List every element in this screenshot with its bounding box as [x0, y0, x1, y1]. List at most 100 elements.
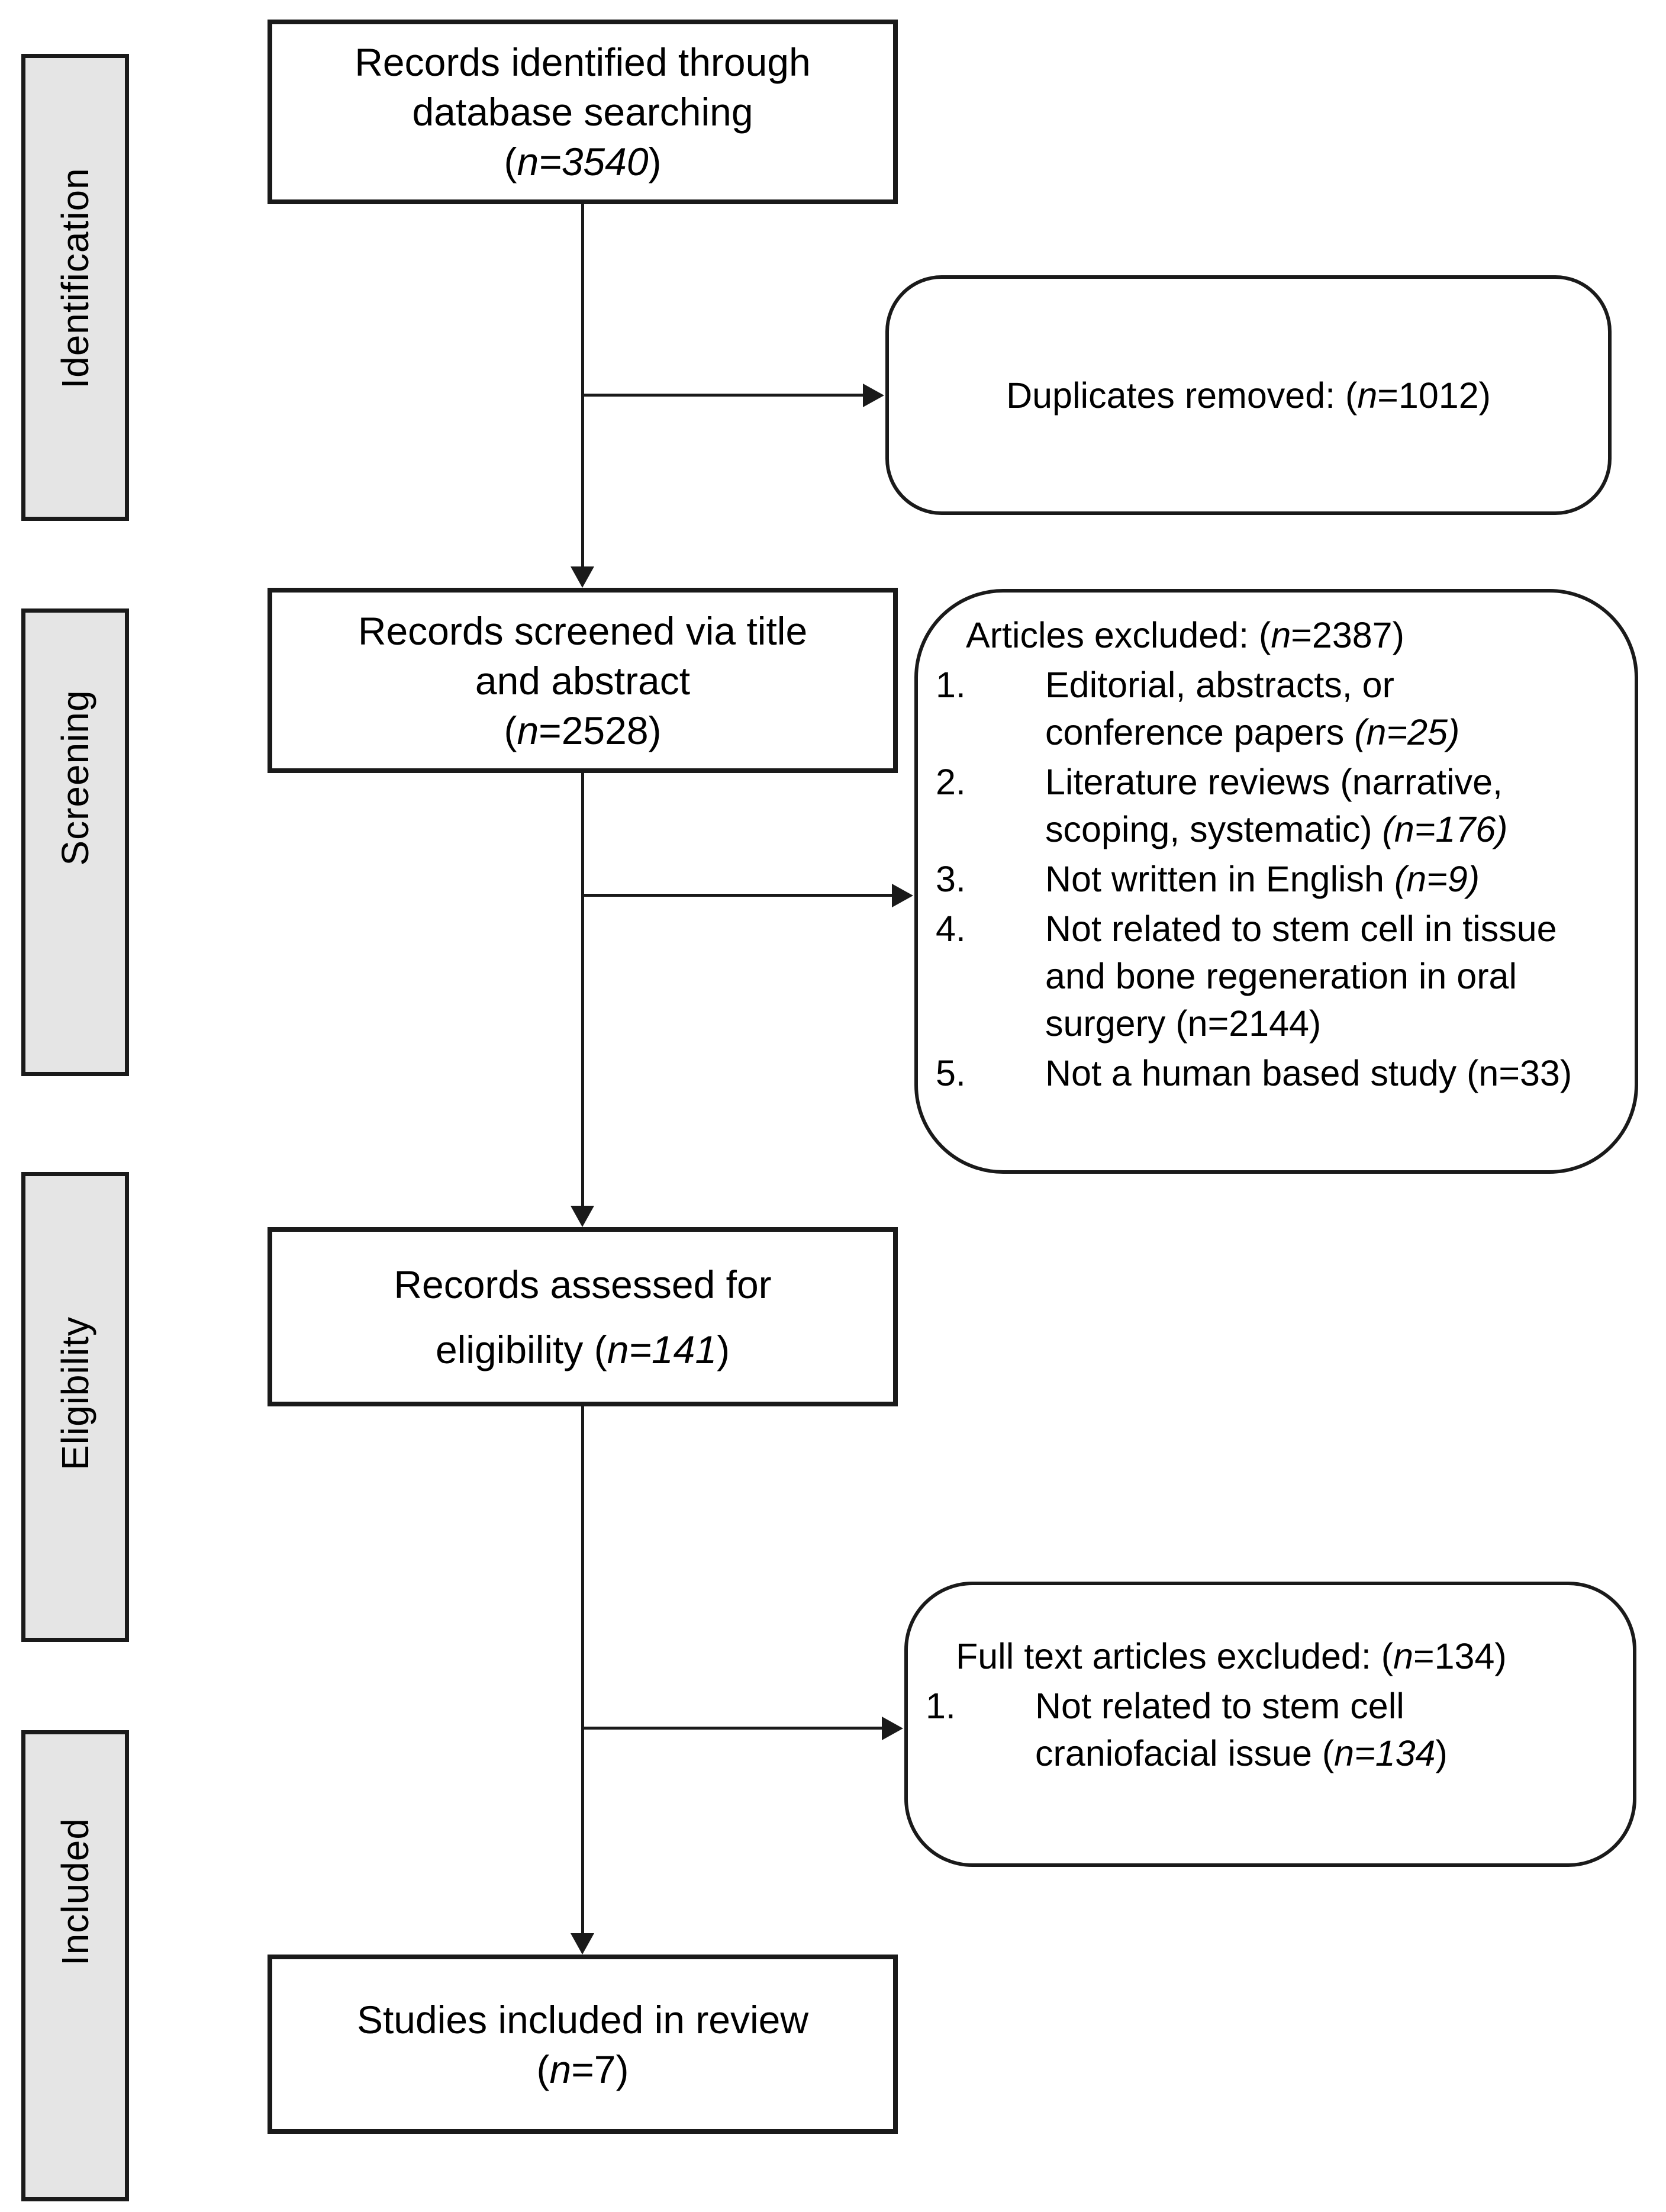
text-line: Not related to stem cell	[1035, 1682, 1633, 1730]
text-segment: Not a human based study (n=33)	[1045, 1053, 1572, 1093]
item-number: 1.	[926, 1686, 956, 1726]
item-text: Literature reviews (narrative,scoping, s…	[1045, 758, 1635, 853]
italic-text-segment: n	[1271, 615, 1291, 655]
italic-text-segment: n	[517, 708, 539, 752]
stage-box-identification: Identification	[21, 54, 129, 521]
text-segment: Not related to stem cell in tissue	[1045, 909, 1557, 949]
italic-text-segment: (n=9)	[1394, 859, 1480, 899]
text-line: Literature reviews (narrative,	[1045, 758, 1635, 806]
text-line: (n=7)	[537, 2044, 629, 2094]
text-segment: Records assessed for	[394, 1262, 772, 1306]
text-segment: and abstract	[475, 658, 691, 703]
italic-text-segment: n=3540	[517, 140, 649, 183]
text-segment: conference papers	[1045, 712, 1355, 752]
arrow-to-duplicates	[583, 394, 863, 397]
text-line: Records identified through	[355, 37, 810, 87]
arrowhead-down-icon	[571, 1933, 594, 1955]
text-segment: )	[1435, 1733, 1448, 1773]
item-text: Not a human based study (n=33)	[1045, 1049, 1635, 1097]
excluded-reason-item: 5. Not a human based study (n=33)	[918, 1049, 1635, 1097]
fulltext-excluded-box: Full text articles excluded: (n=134) 1. …	[904, 1582, 1636, 1867]
text-line: Full text articles excluded: (n=134)	[956, 1633, 1633, 1680]
text-line: Articles excluded: (n=2387)	[966, 611, 1635, 659]
italic-text-segment: n=134	[1334, 1733, 1436, 1773]
italic-text-segment: (n=176)	[1382, 809, 1508, 849]
arrow-to-articles-excluded	[583, 894, 892, 897]
item-number: 3.	[936, 859, 966, 899]
stage-label-eligibility: Eligibility	[54, 1316, 96, 1470]
arrowhead-right-icon	[892, 884, 913, 907]
text-segment: =2528)	[539, 708, 662, 752]
stage-box-screening: Screening	[21, 608, 129, 1076]
duplicates-removed-text: Duplicates removed: (n=1012)	[1006, 372, 1491, 419]
stage-box-included: Included	[21, 1730, 129, 2201]
text-segment: Not written in English	[1045, 859, 1394, 899]
text-line: Not a human based study (n=33)	[1045, 1049, 1635, 1097]
text-segment: database searching	[412, 90, 753, 134]
text-segment: and bone regeneration in oral	[1045, 956, 1517, 996]
text-segment: Editorial, abstracts, or	[1045, 665, 1394, 705]
text-segment: scoping, systematic)	[1045, 809, 1383, 849]
text-segment: =1012)	[1377, 375, 1491, 416]
text-line: scoping, systematic) (n=176)	[1045, 806, 1635, 853]
item-number: 5.	[936, 1053, 966, 1093]
arrowhead-right-icon	[882, 1717, 903, 1740]
text-segment: )	[648, 140, 662, 183]
records-identified-box: Records identified through database searc…	[268, 20, 898, 204]
text-line: conference papers (n=25)	[1045, 709, 1635, 756]
arrow-identified-to-screened	[581, 204, 584, 566]
arrow-assessed-to-included	[581, 1406, 584, 1933]
text-segment: surgery (n=2144)	[1045, 1003, 1322, 1044]
text-segment: )	[717, 1327, 730, 1371]
studies-included-box: Studies included in review(n=7)	[268, 1955, 898, 2134]
text-segment: eligibility (	[435, 1327, 607, 1371]
text-segment: Records identified through	[355, 40, 811, 84]
text-line: (n=2528)	[504, 706, 661, 755]
text-segment: Studies included in review	[356, 1997, 809, 2042]
text-line: Records assessed for	[394, 1252, 771, 1317]
item-number: 1.	[936, 665, 966, 705]
text-line: craniofacial issue (n=134)	[1035, 1730, 1633, 1777]
text-segment: Full text articles excluded: (	[956, 1636, 1394, 1676]
excluded-reason-item: 3. Not written in English (n=9)	[918, 855, 1635, 903]
text-line: and bone regeneration in oral	[1045, 952, 1635, 1000]
text-line: Not written in English (n=9)	[1045, 855, 1635, 903]
text-segment: (	[504, 140, 517, 183]
text-segment: =134)	[1413, 1636, 1507, 1676]
arrowhead-down-icon	[571, 1206, 594, 1227]
text-line: Records screened via title	[358, 606, 807, 656]
text-line: database searching	[412, 87, 753, 137]
text-line: Duplicates removed: (n=1012)	[1006, 372, 1491, 419]
text-line: (n=3540)	[504, 137, 661, 186]
text-line: and abstract	[475, 656, 690, 706]
text-segment: (	[536, 2047, 550, 2091]
fulltext-excluded-title: Full text articles excluded: (n=134)	[908, 1633, 1633, 1680]
stage-label-screening: Screening	[54, 690, 96, 866]
item-number: 2.	[936, 762, 966, 802]
text-line: Not related to stem cell in tissue	[1045, 905, 1635, 952]
italic-text-segment: (n=25)	[1354, 712, 1460, 752]
excluded-reason-item: 2. Literature reviews (narrative,scoping…	[918, 758, 1635, 853]
arrow-screened-to-assessed	[581, 773, 584, 1206]
stage-box-eligibility: Eligibility	[21, 1172, 129, 1642]
item-text: Not related to stem cell in tissue and bo…	[1045, 905, 1635, 1047]
text-segment: (	[504, 708, 517, 752]
text-line: surgery (n=2144)	[1045, 1000, 1635, 1047]
text-segment: Records screened via title	[357, 608, 808, 653]
text-segment: Literature reviews (narrative,	[1045, 762, 1503, 802]
text-segment: =2387)	[1291, 615, 1404, 655]
articles-excluded-title: Articles excluded: (n=2387)	[918, 611, 1635, 659]
text-segment: Articles excluded: (	[966, 615, 1271, 655]
text-line: eligibility (n=141)	[436, 1317, 730, 1382]
duplicates-removed-box: Duplicates removed: (n=1012)	[885, 275, 1612, 515]
italic-text-segment: n	[1357, 375, 1378, 416]
italic-text-segment: n=141	[607, 1327, 717, 1371]
italic-text-segment: n	[1393, 1636, 1413, 1676]
